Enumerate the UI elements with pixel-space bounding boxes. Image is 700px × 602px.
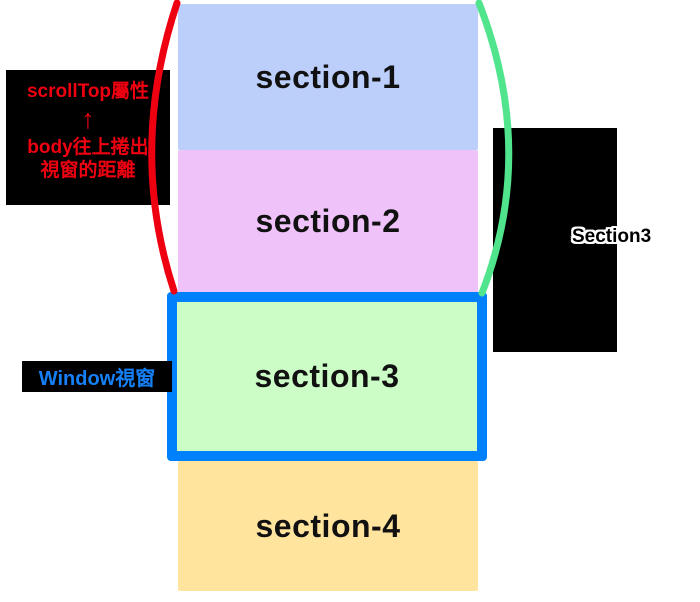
section-4-label: section-4 [255,507,401,544]
scrolltop-callout-line3: 視窗的距離 [40,160,136,181]
section-1-label: section-1 [255,58,401,95]
window-viewport-box: section-3 [167,292,487,461]
section-1-box: section-1 [178,4,478,150]
section-3-label: section-3 [254,358,400,394]
window-callout-label: Window視窗 [38,368,156,390]
scrolltop-callout-line2: body往上捲出 [27,137,149,158]
right-callout-label: Section3 [572,226,652,247]
section-2-box: section-2 [178,150,478,293]
scrolltop-callout-title: scrollTop屬性 [26,81,150,102]
window-callout: Window視窗 [22,361,172,392]
up-arrow-icon: ↑ [81,104,95,134]
scrolltop-callout: scrollTop屬性 ↑ body往上捲出 視窗的距離 [6,70,170,205]
right-callout-box [493,128,617,352]
section-2-label: section-2 [255,203,401,239]
section-4-box: section-4 [178,461,478,591]
